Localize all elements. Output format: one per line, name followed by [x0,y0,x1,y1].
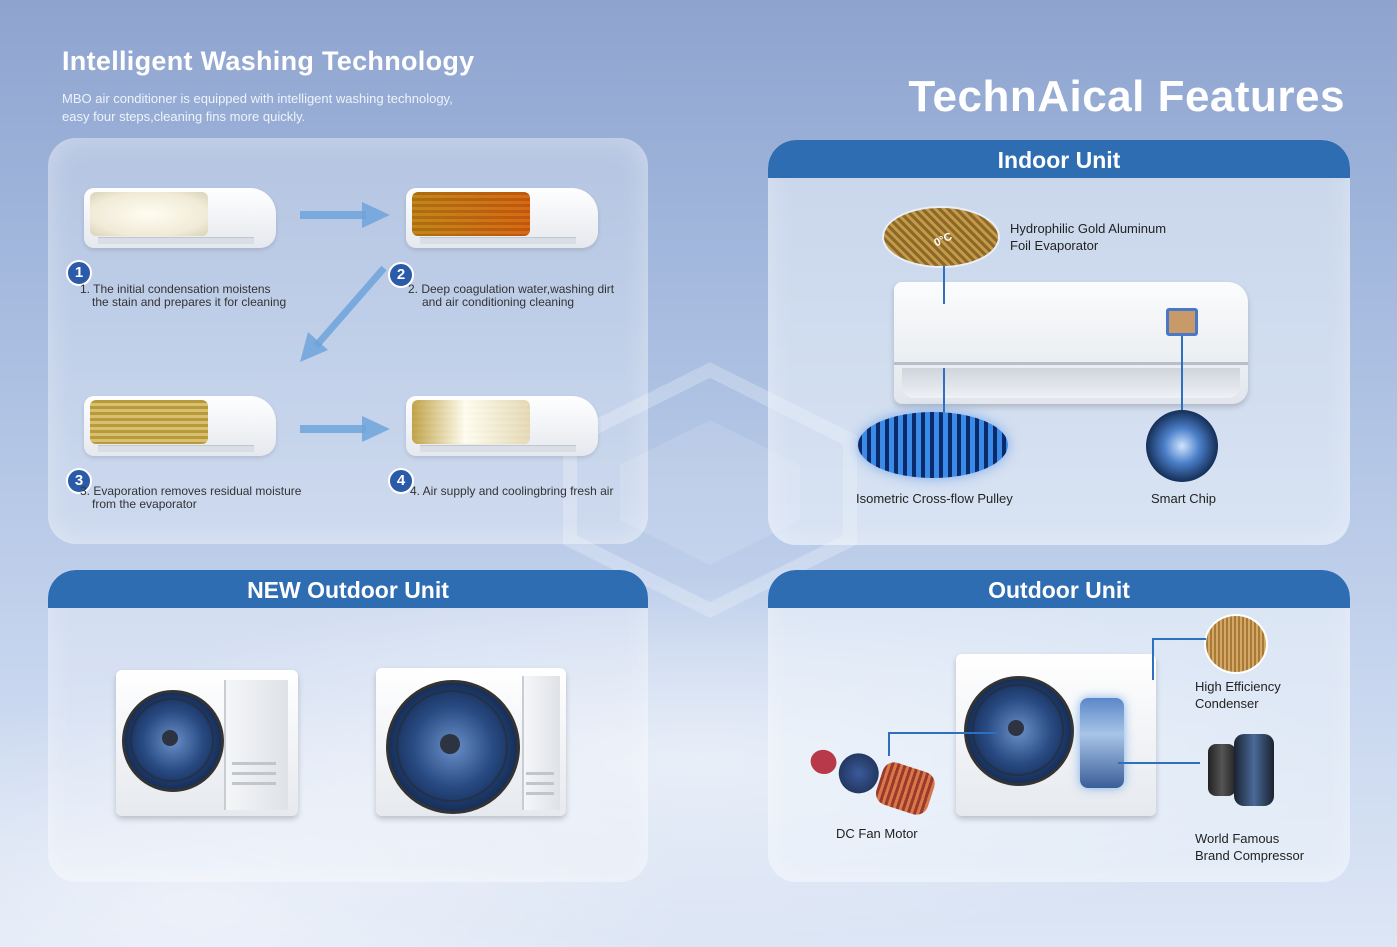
arrow-right-icon [300,416,390,442]
label-line: Condenser [1195,696,1259,711]
smart-chip-image [1146,410,1218,482]
label-line: World Famous [1195,831,1280,846]
ac-unit-step-1 [84,188,276,248]
arrow-right-icon [300,202,390,228]
label-line: Hydrophilic Gold Aluminum [1010,221,1167,236]
outdoor-unit-cutaway-image [956,654,1156,816]
step-line: 1. The initial condensation moistens [80,282,271,296]
connector-line [1181,330,1183,410]
outdoor-unit-image-1 [116,670,298,816]
connector-line [943,266,945,304]
step-line: and air conditioning cleaning [422,295,575,309]
label-line: Foil Evaporator [1010,238,1099,253]
cross-flow-pulley-image [858,412,1008,478]
step-description: 4. Air supply and coolingbring fresh air [410,485,646,498]
subtitle-line: MBO air conditioner is equipped with int… [62,91,453,106]
step-line: 2. Deep coagulation water,washing dirt [408,282,615,296]
connector-line [888,732,890,756]
compressor-image [1208,734,1278,808]
connector-line [1118,762,1200,764]
pulley-label: Isometric Cross-flow Pulley [856,491,1013,506]
ac-unit-step-4 [406,396,598,456]
connector-line [1152,638,1154,680]
indoor-ac-unit-image [894,282,1248,404]
new-outdoor-unit-title: NEW Outdoor Unit [48,570,648,608]
ac-unit-step-3 [84,396,276,456]
step-number-badge: 4 [388,468,414,494]
connector-line [1152,638,1206,640]
step-line: from the evaporator [92,497,197,511]
step-description: 2. Deep coagulation water,washing dirt a… [408,283,648,309]
step-number-badge: 2 [388,262,414,288]
label-line: Brand Compressor [1195,848,1305,863]
condenser-label: High Efficiency Condenser [1195,678,1281,712]
step-description: 3. Evaporation removes residual moisture… [80,485,330,511]
section-title: Intelligent Washing Technology [62,46,475,76]
outdoor-unit-title: Outdoor Unit [768,570,1350,608]
section-subtitle: MBO air conditioner is equipped with int… [62,90,522,126]
chip-on-unit-icon [1166,308,1198,336]
indoor-unit-title: Indoor Unit [768,140,1350,178]
chip-label: Smart Chip [1151,491,1217,506]
cutaway-interior [1080,698,1124,788]
main-title: TechnAical Features [908,72,1345,121]
step-line: 4. Air supply and coolingbring fresh air [410,484,614,498]
new-outdoor-unit-panel: NEW Outdoor Unit [48,570,648,882]
compressor-label: World Famous Brand Compressor [1195,830,1304,864]
condenser-image [1204,614,1268,674]
subtitle-line: easy four steps,cleaning fins more quick… [62,109,306,124]
step-line: the stain and prepares it for cleaning [92,295,287,309]
evaporator-label: Hydrophilic Gold Aluminum Foil Evaporato… [1010,220,1166,254]
step-description: 1. The initial condensation moistens the… [80,283,310,309]
connector-line [888,732,998,734]
connector-line [943,368,945,414]
ac-unit-step-2 [406,188,598,248]
evaporator-image [884,208,998,266]
indoor-unit-panel: Indoor Unit 0°C Hydrophilic Gold Aluminu… [768,140,1350,545]
arrow-diagonal-icon [300,265,387,362]
step-line: 3. Evaporation removes residual moisture [80,484,302,498]
fan-motor-label: DC Fan Motor [836,826,918,841]
step-number-badge: 3 [66,468,92,494]
step-number-badge: 1 [66,260,92,286]
label-line: High Efficiency [1195,679,1281,694]
outdoor-unit-panel: Outdoor Unit High Efficiency Condenser W… [768,570,1350,882]
washing-steps-panel: 1 1. The initial condensation moistens t… [48,138,648,544]
outdoor-unit-image-2 [376,668,566,816]
fan-motor-image [803,731,944,824]
